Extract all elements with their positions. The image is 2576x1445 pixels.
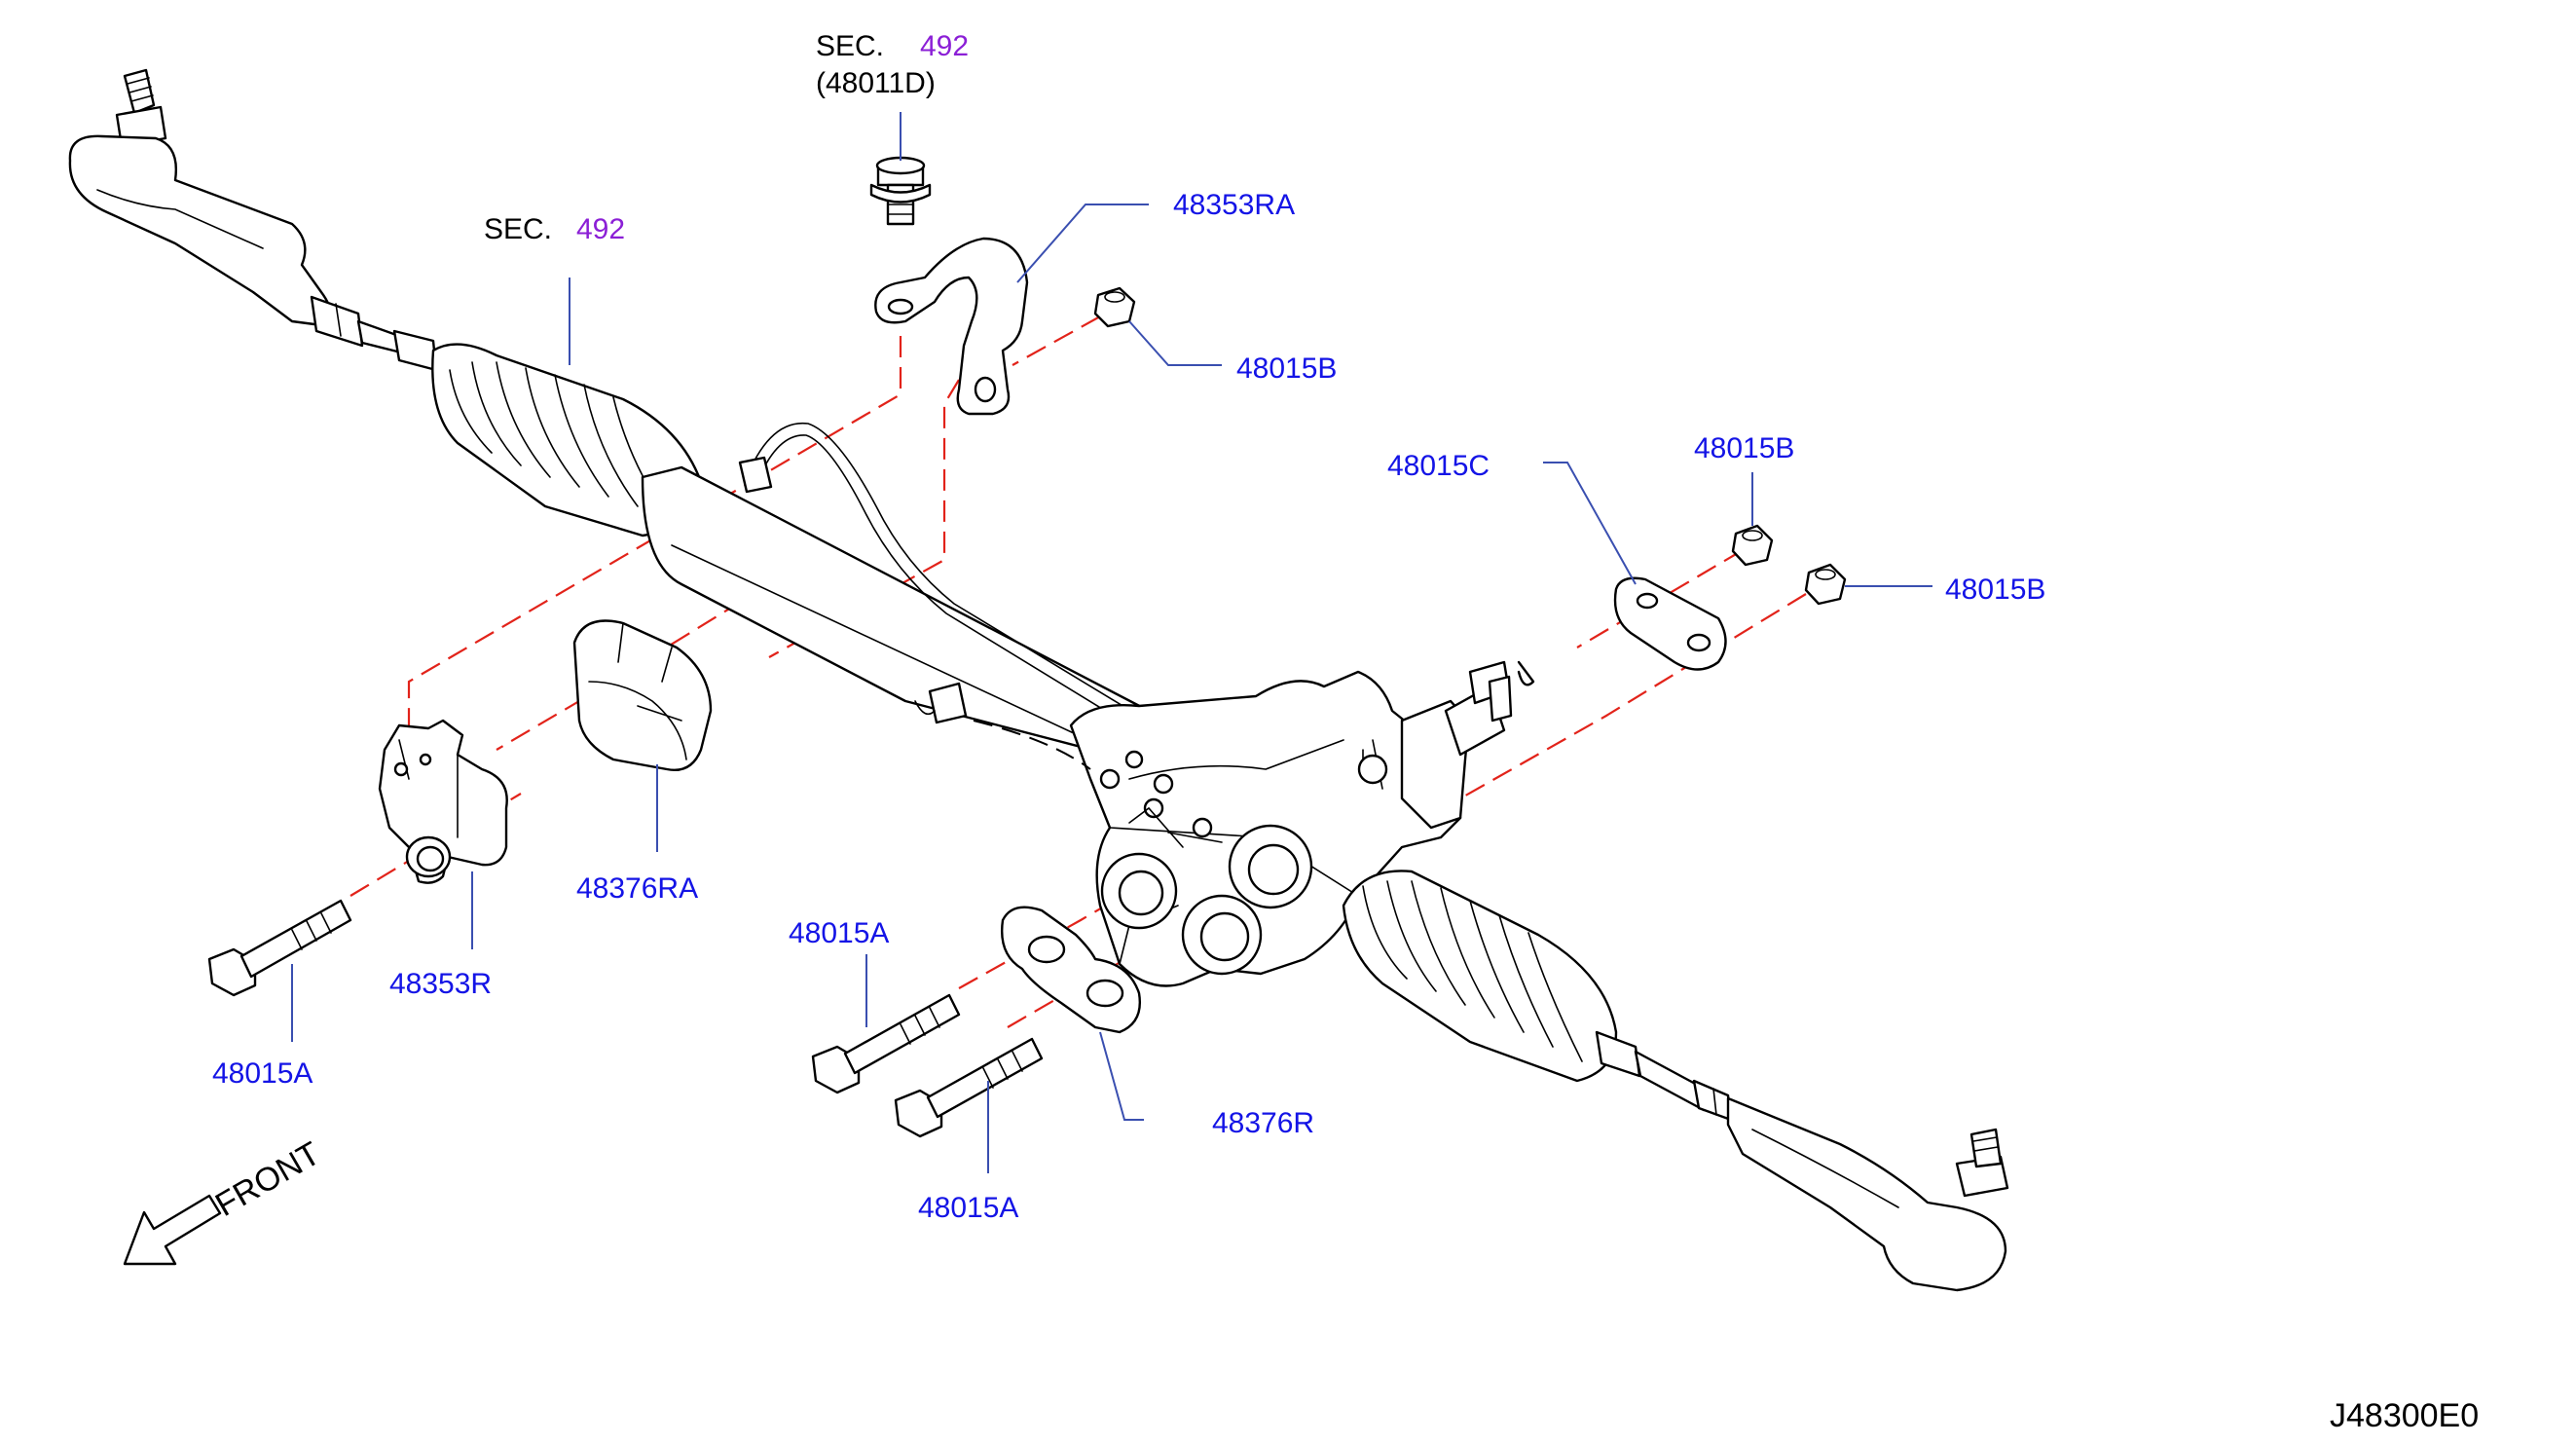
nut-48015b-mid [1731, 524, 1774, 567]
nut-48015b-top [1093, 286, 1136, 328]
sec-label-mid-number[interactable]: 492 [576, 213, 625, 245]
labels: SEC. 492 (48011D) SEC. 492 48353RA 48015… [212, 30, 2479, 1434]
front-arrow: FRONT [123, 1134, 326, 1266]
boot-right [1342, 870, 1618, 1083]
figure-code: J48300E0 [2330, 1397, 2479, 1434]
hidden-outline [973, 720, 1091, 770]
front-arrow-icon [123, 1194, 222, 1266]
washer-48376r [1001, 906, 1141, 1034]
clamp-48353ra [874, 237, 1029, 416]
plate-48015c [1613, 576, 1727, 671]
bolt-top [869, 156, 932, 226]
callout-48015a-lower[interactable]: 48015A [918, 1192, 1018, 1224]
boot-left [431, 343, 703, 537]
leader-48376r [1099, 1031, 1144, 1121]
leader-lines [291, 112, 1932, 1173]
callout-48353ra[interactable]: 48353RA [1173, 189, 1295, 221]
centerline-bolt-center [958, 885, 1140, 989]
bracket-48353r [378, 719, 508, 884]
callout-48353r[interactable]: 48353R [389, 968, 492, 1000]
bolt-48015a-lower [894, 1037, 1044, 1138]
tie-rod-end-left [68, 68, 438, 372]
bolt-48015a-left [207, 899, 352, 997]
centerline-nut-top [1012, 315, 1101, 366]
steering-rack-assembly [68, 68, 2009, 1292]
rack-tube [641, 422, 1151, 761]
callout-48376r[interactable]: 48376R [1212, 1107, 1314, 1139]
callout-48015c[interactable]: 48015C [1387, 450, 1490, 482]
leader-48353ra [1016, 204, 1149, 283]
sec-label-top-prefix: SEC. [816, 30, 884, 62]
bolt-48015a-center [811, 993, 961, 1094]
pinion-valve [1357, 660, 1535, 830]
callout-48015a-center[interactable]: 48015A [789, 917, 889, 949]
callout-48376ra[interactable]: 48376RA [576, 872, 698, 905]
leader-48015b-top [1128, 320, 1222, 366]
nut-48015b-right [1804, 563, 1847, 606]
centerline-plate-lower [1459, 593, 1807, 799]
sec-label-mid-prefix: SEC. [484, 213, 552, 245]
callout-48015a-left[interactable]: 48015A [212, 1057, 313, 1090]
callout-48015b-right[interactable]: 48015B [1945, 574, 2045, 606]
callout-48015b-top[interactable]: 48015B [1236, 352, 1337, 385]
tie-rod-end-right [1595, 1030, 2009, 1292]
sec-label-top-sub: (48011D) [816, 67, 936, 99]
callout-48015b-mid[interactable]: 48015B [1694, 432, 1794, 464]
insulator-48376ra [572, 619, 713, 771]
sec-label-top-number[interactable]: 492 [920, 30, 969, 62]
front-label: FRONT [209, 1134, 326, 1223]
leader-48015c [1543, 462, 1637, 585]
